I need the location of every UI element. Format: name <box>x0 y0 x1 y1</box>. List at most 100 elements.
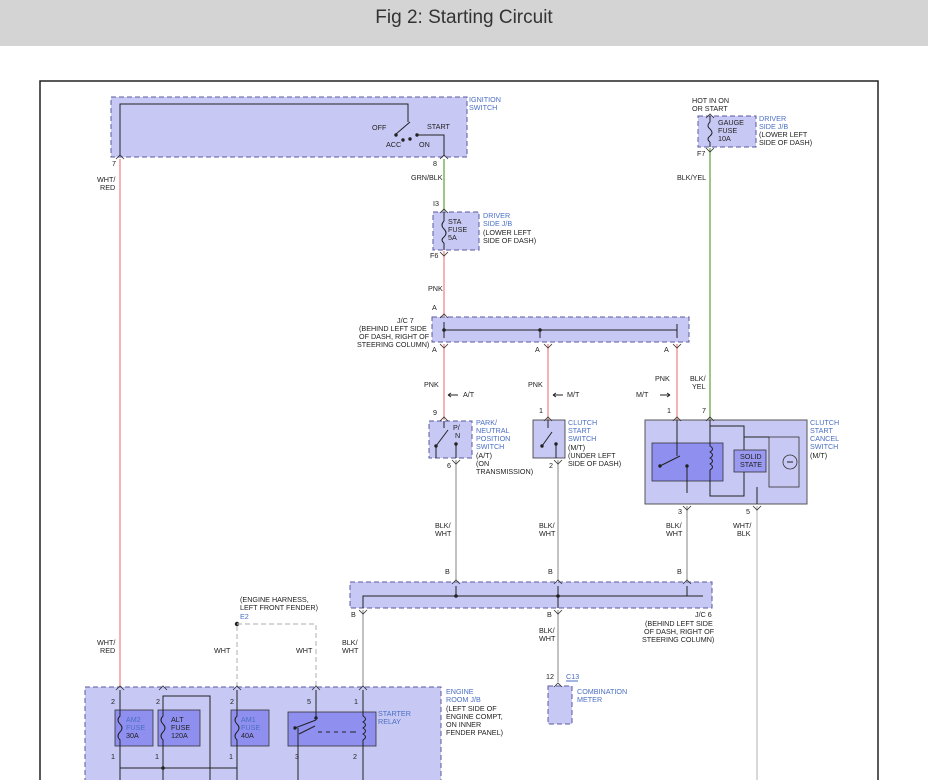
park-neutral-switch: 9 P/ N PARK/ NEUTRAL POSITION SWITCH (A/… <box>428 408 533 476</box>
pin-label: F6 <box>430 251 438 260</box>
gauge-fuse: HOT IN ON OR START GAUGE FUSE 10A DRIVER… <box>692 96 812 158</box>
ignition-off-label: OFF <box>372 123 387 132</box>
clutch-switch-name: CLUTCH <box>568 418 597 427</box>
mt-note: M/T <box>636 390 649 399</box>
engine-room-jb-location: (LEFT SIDE OF <box>446 704 497 713</box>
wire-label: RED <box>100 183 115 192</box>
figure-title: Fig 2: Starting Circuit <box>375 7 553 28</box>
pn-switch-location: (A/T) <box>476 451 492 460</box>
pin-label: 7 <box>702 406 706 415</box>
sta-fuse: I3 STA FUSE 5A DRIVER SIDE J/B (LOWER LE… <box>430 199 536 260</box>
jc7-location: STEERING COLUMN) <box>357 340 429 349</box>
pn-switch-name: PARK/ <box>476 418 497 427</box>
wire-label: PNK <box>424 380 439 389</box>
gauge-fuse-label: GAUGE <box>718 118 744 127</box>
pin-label: 1 <box>539 406 543 415</box>
am2-fuse-label: FUSE <box>126 723 145 732</box>
wire-label: WHT <box>435 529 452 538</box>
pin-label: B <box>677 567 682 576</box>
wire-label: BLK/ <box>539 521 555 530</box>
wire-label: WHT <box>666 529 683 538</box>
clutch-switch-location: (M/T) <box>568 443 585 452</box>
cancel-switch-name: CANCEL <box>810 434 839 443</box>
alt-fuse-label: ALT <box>171 715 184 724</box>
wire-label: BLK/YEL <box>677 173 706 182</box>
jc6-location: (BEHIND LEFT SIDE <box>645 619 713 628</box>
pin-label: B <box>548 567 553 576</box>
wire-label: BLK/ <box>539 626 555 635</box>
jc7-location: (BEHIND LEFT SIDE <box>359 324 427 333</box>
am2-fuse-label: AM2 <box>126 715 141 724</box>
clutch-start-cancel-switch: 1 7 SOLID STATE CLUTCH START CANCEL SWIT… <box>644 406 839 516</box>
jc6-name: J/C 6 <box>695 610 712 619</box>
sta-fuse-jb: SIDE J/B <box>483 219 512 228</box>
pin-label: A <box>664 345 669 354</box>
jc7-location: OF DASH, RIGHT OF <box>359 332 430 341</box>
sta-fuse-location: (LOWER LEFT <box>483 228 532 237</box>
pin-label: I3 <box>433 199 439 208</box>
wire-label: BLK/ <box>435 521 451 530</box>
wire-label: WHT/ <box>97 638 115 647</box>
alt-fuse-label: FUSE <box>171 723 190 732</box>
cancel-switch-location: (M/T) <box>810 451 827 460</box>
pin-label: 1 <box>229 752 233 761</box>
engine-room-jb-name: ENGINE <box>446 687 474 696</box>
sta-fuse-label: STA <box>448 217 462 226</box>
jc6-location: STEERING COLUMN) <box>642 635 714 644</box>
combination-meter: 12 C13 COMBINATION METER <box>546 672 627 725</box>
pin-label: 2 <box>353 752 357 761</box>
pin-label: B <box>445 567 450 576</box>
wire-label: YEL <box>692 382 706 391</box>
wire-label: GRN/BLK <box>411 173 443 182</box>
pin-label: 3 <box>295 752 299 761</box>
diagram-frame <box>39 80 879 780</box>
pin-label: 6 <box>447 461 451 470</box>
pin-label: 1 <box>667 406 671 415</box>
engine-room-junction-block: 2 2 2 5 1 AM2 FUSE 30A ALT FUSE 120A AM1… <box>84 686 503 780</box>
combination-meter-name: COMBINATION <box>577 687 627 696</box>
pin-label: 5 <box>307 697 311 706</box>
connector-markers <box>115 113 762 691</box>
cancel-switch-name: START <box>810 426 834 435</box>
pin-label: A <box>432 303 437 312</box>
sta-fuse-jb: DRIVER <box>483 211 510 220</box>
clutch-switch-location: (UNDER LEFT <box>568 451 616 460</box>
sta-fuse-label: 5A <box>448 233 457 242</box>
starter-relay-name: RELAY <box>378 717 401 726</box>
alt-fuse-label: 120A <box>171 731 188 740</box>
wire-label: WHT <box>296 646 313 655</box>
wire-label: PNK <box>528 380 543 389</box>
pn-switch-name: POSITION <box>476 434 510 443</box>
gauge-fuse-location: SIDE OF DASH) <box>759 138 812 147</box>
pn-switch-name: NEUTRAL <box>476 426 510 435</box>
pin-label: B <box>351 610 356 619</box>
engine-room-jb-location: FENDER PANEL) <box>446 728 503 737</box>
engine-room-jb-location: ENGINE COMPT, <box>446 712 503 721</box>
ignition-switch: OFF START ACC ON IGNITION SWITCH 7 8 <box>110 95 501 168</box>
engine-room-jb-location: ON INNER <box>446 720 481 729</box>
engine-harness-splice-id: E2 <box>240 612 249 621</box>
junction-connector-6: B B B B B J/C 6 (BEHIND LEFT SIDE OF DAS… <box>349 567 715 644</box>
figure-title-bar: Fig 2: Starting Circuit <box>0 0 928 46</box>
am1-fuse-label: AM1 <box>241 715 256 724</box>
pin-label: A <box>432 345 437 354</box>
ignition-on-label: ON <box>419 140 430 149</box>
engine-room-jb-name: ROOM J/B <box>446 695 481 704</box>
gauge-fuse-label: FUSE <box>718 126 737 135</box>
pin-label: 2 <box>111 697 115 706</box>
pin-label: 3 <box>678 507 682 516</box>
combination-meter-name: METER <box>577 695 602 704</box>
cancel-switch-name: CLUTCH <box>810 418 839 427</box>
pin-label: 9 <box>433 408 437 417</box>
wire-label: WHT <box>214 646 231 655</box>
combination-meter-connector: C13 <box>566 672 579 681</box>
wire-label: PNK <box>655 374 670 383</box>
solid-state-label: STATE <box>740 460 762 469</box>
pn-label: P/ <box>453 423 460 432</box>
gauge-fuse-jb: SIDE J/B <box>759 122 788 131</box>
starter-relay-name: STARTER <box>378 709 411 718</box>
clutch-switch-name: SWITCH <box>568 434 596 443</box>
gauge-fuse-label: 10A <box>718 134 731 143</box>
mt-note: M/T <box>567 390 580 399</box>
wire-label: WHT <box>539 529 556 538</box>
